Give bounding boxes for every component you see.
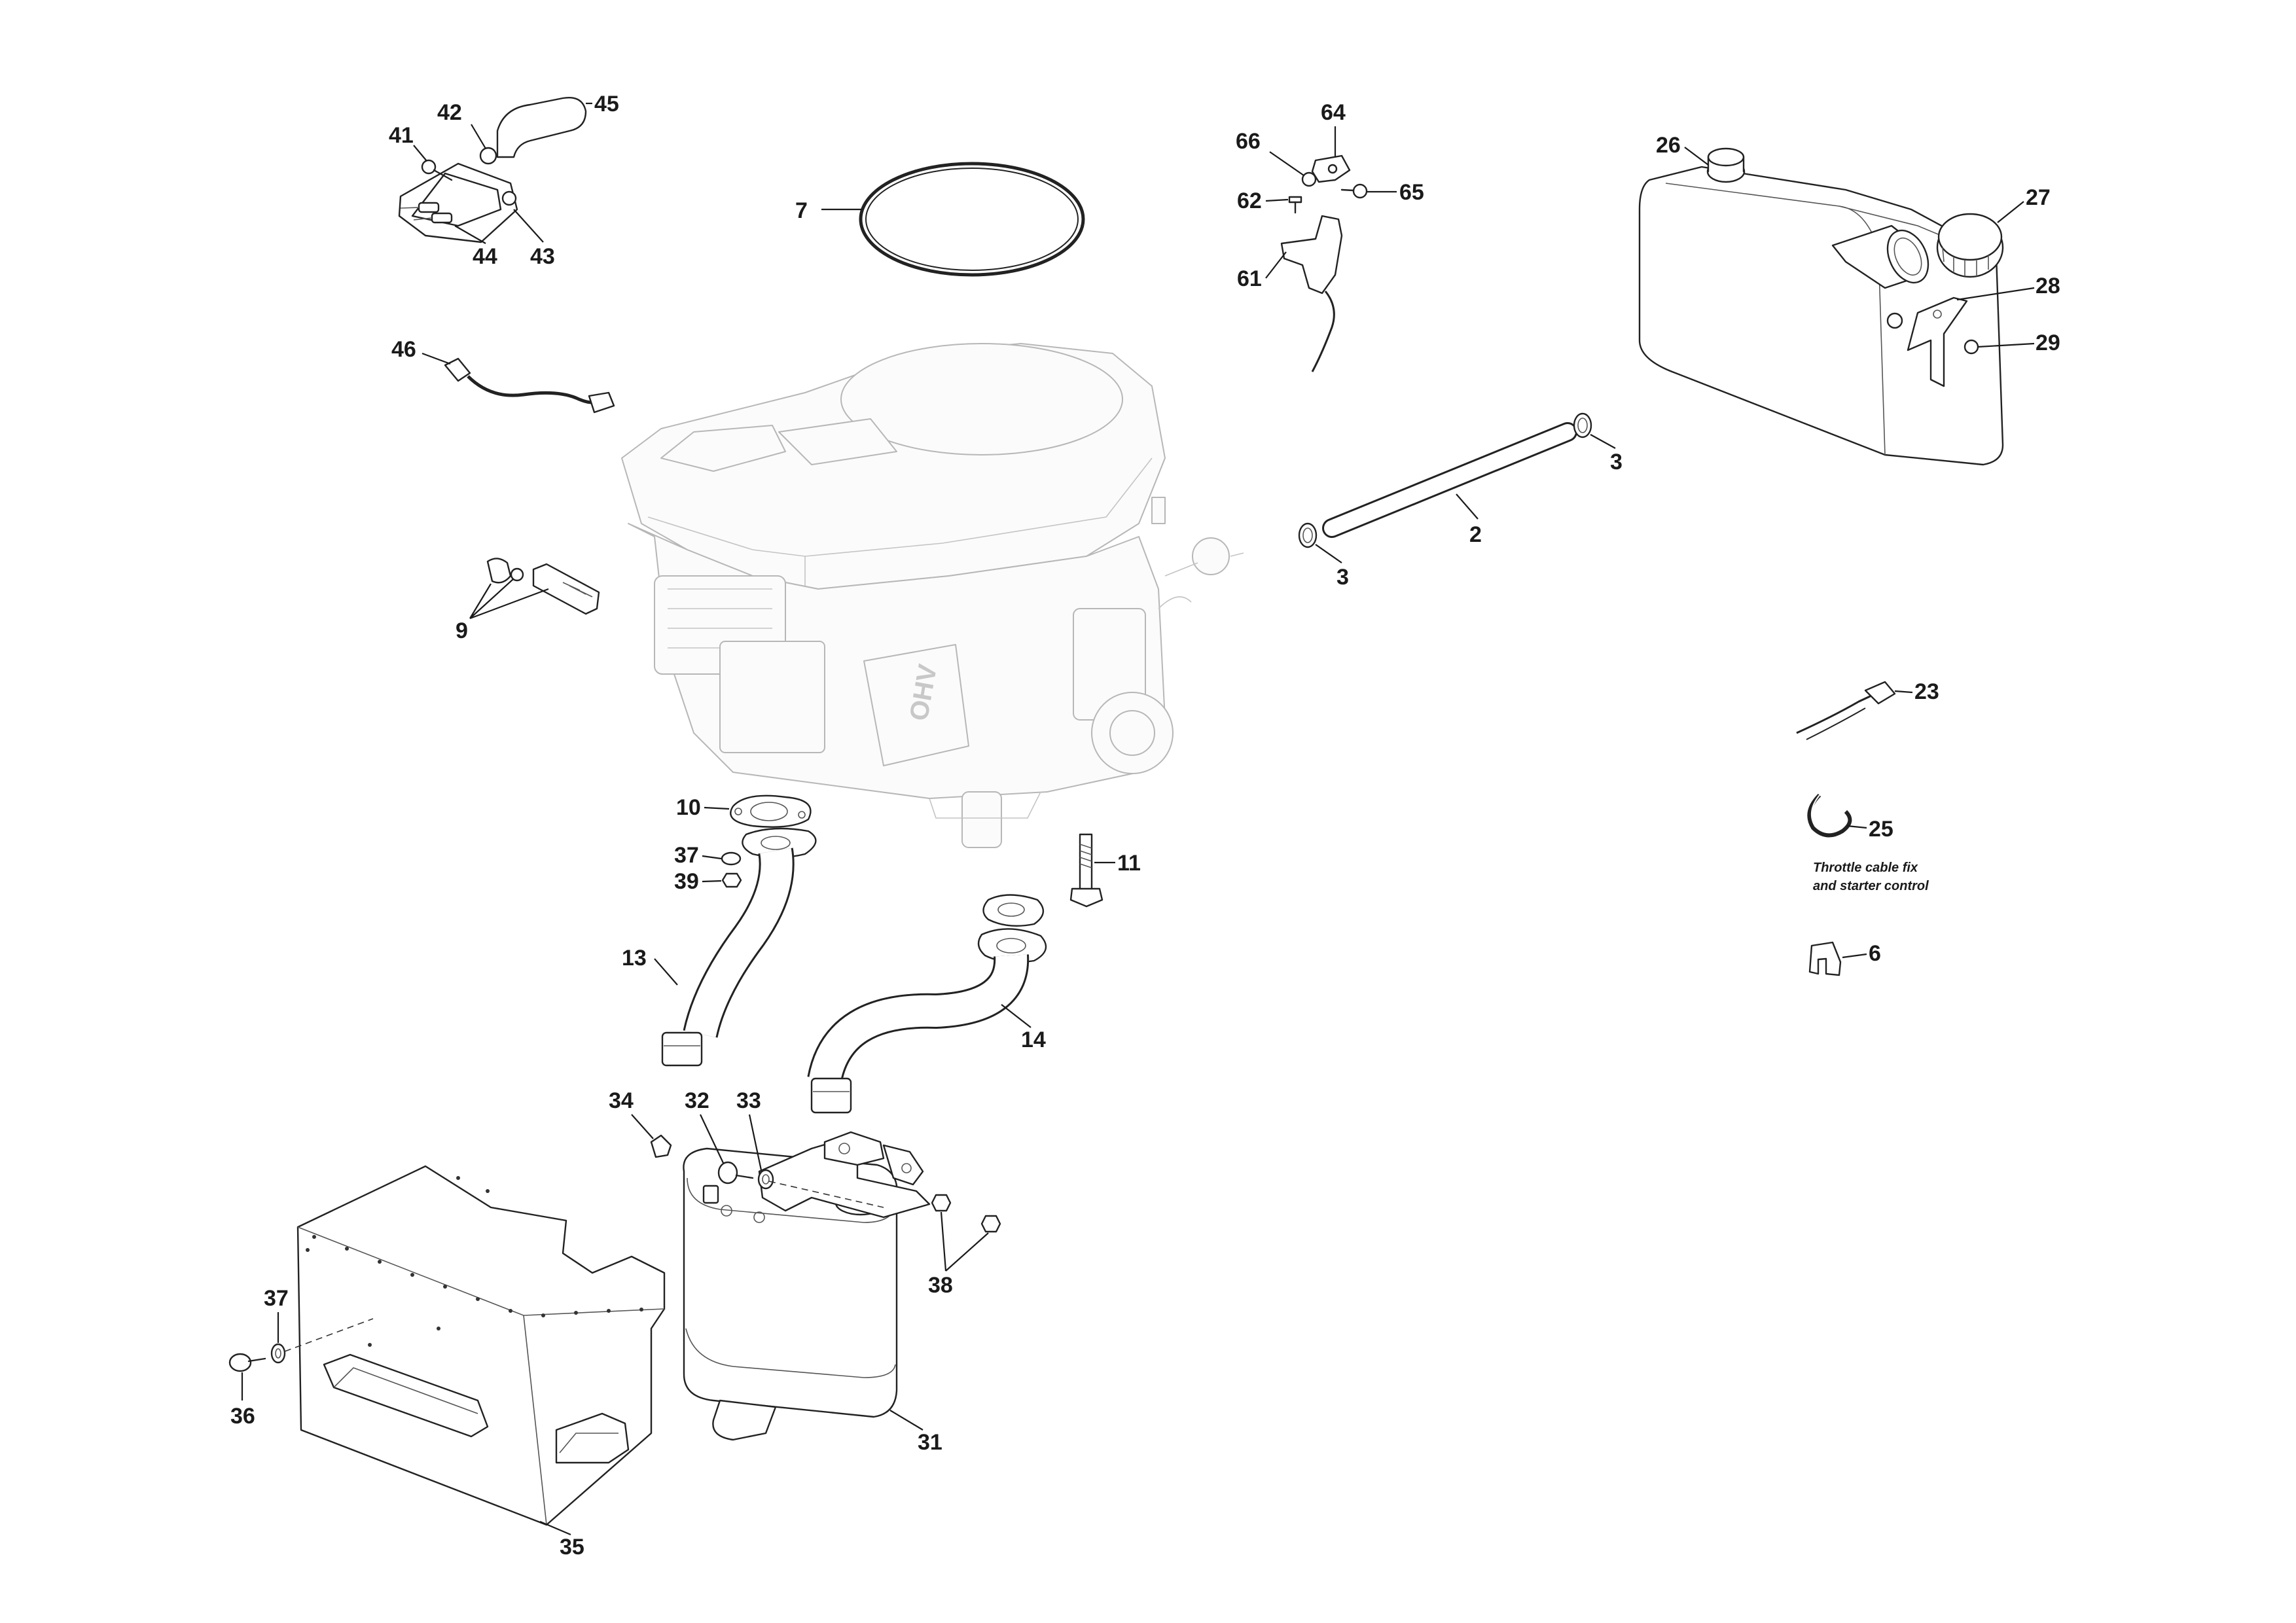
label-33: 33: [736, 1088, 761, 1113]
part-2-fuel-hose: 2: [1322, 422, 1577, 547]
label-9: 9: [456, 618, 468, 643]
label-10: 10: [676, 795, 701, 820]
part-14-exhaust-pipe: 14: [807, 894, 1047, 1114]
part-66-nut: [1301, 171, 1317, 187]
label-14: 14: [1021, 1027, 1046, 1052]
label-43: 43: [530, 244, 555, 269]
label-36: 36: [230, 1404, 255, 1429]
label-29: 29: [2036, 330, 2060, 355]
label-23: 23: [1914, 679, 1939, 704]
label-45: 45: [594, 92, 619, 116]
part-27-fuel-cap: 27: [1936, 185, 2051, 278]
label-39: 39: [674, 869, 699, 894]
label-2: 2: [1469, 522, 1482, 547]
engine-block: OHV: [621, 343, 1244, 848]
label-27: 27: [2026, 185, 2051, 210]
part-37-washer-upper: 37: [674, 843, 742, 868]
part-6-clip: 6: [1808, 941, 1881, 976]
part-28-bracket: 28 29: [1886, 274, 2060, 387]
part-11-bolt: 11: [1069, 833, 1141, 908]
label-41: 41: [389, 123, 414, 148]
label-3-right: 3: [1610, 450, 1623, 474]
label-11: 11: [1117, 851, 1141, 876]
label-34: 34: [609, 1088, 634, 1113]
part-3-clamp-left: 3: [1298, 522, 1349, 590]
label-3-left: 3: [1336, 565, 1349, 590]
part-46-wire-harness: 46: [391, 337, 615, 414]
solenoid-assembly: 45 41 42 44 43: [389, 92, 619, 269]
label-62: 62: [1237, 188, 1262, 213]
part-65-bolt: [1340, 183, 1368, 199]
label-65: 65: [1399, 180, 1424, 205]
label-31: 31: [918, 1430, 942, 1455]
label-7: 7: [795, 198, 808, 223]
label-42: 42: [437, 100, 462, 125]
part-13-exhaust-pipe: 13: [622, 827, 817, 1067]
label-61: 61: [1237, 266, 1262, 291]
part-42-washer: [479, 147, 497, 165]
part-10-gasket: 10: [676, 794, 812, 828]
part-35-heat-shield: 35: [296, 1165, 666, 1560]
part-3-clamp-right: 3: [1573, 412, 1623, 474]
label-64: 64: [1321, 100, 1346, 125]
label-6: 6: [1869, 941, 1881, 966]
part-26-fuel-tank: 26: [1638, 133, 2004, 466]
part-9-fitting: 9: [456, 558, 600, 643]
label-35: 35: [560, 1535, 584, 1560]
label-28: 28: [2036, 274, 2060, 298]
label-26: 26: [1656, 133, 1681, 158]
part-36-screw: 36: [228, 1353, 266, 1429]
label-46: 46: [391, 337, 416, 362]
part-23-cable-end: 23: [1796, 679, 1939, 740]
label-25: 25: [1869, 817, 1893, 842]
label-44: 44: [473, 244, 497, 269]
label-37-lower: 37: [264, 1286, 289, 1311]
part-33-washer: 33: [736, 1088, 774, 1190]
part-39-nut: 39: [674, 869, 742, 894]
part-32-bolt: 32: [685, 1088, 754, 1185]
part-45-boot: [496, 97, 587, 158]
part-61-lever: [1280, 215, 1343, 294]
label-66: 66: [1236, 129, 1261, 154]
label-13: 13: [622, 946, 647, 971]
throttle-note-line2: and starter control: [1813, 879, 1929, 893]
label-38: 38: [928, 1273, 953, 1298]
throttle-lever-assembly: 64 66 65 62 61: [1236, 100, 1424, 372]
part-31-muffler: 31: [683, 1131, 942, 1455]
throttle-note-line1: Throttle cable fix: [1813, 861, 1918, 875]
label-32: 32: [685, 1088, 709, 1113]
label-37-upper: 37: [674, 843, 699, 868]
part-7-gasket-ring: 7: [795, 162, 1085, 277]
part-41-screw: [421, 159, 453, 181]
part-62-screw: [1288, 196, 1302, 214]
part-34-clip: 34: [609, 1088, 672, 1158]
part-38-nut: 38: [928, 1194, 1001, 1298]
part-25-cable-tie: 25 Throttle cable fix and starter contro…: [1807, 793, 1929, 893]
part-37-washer-lower: 37: [264, 1286, 289, 1364]
